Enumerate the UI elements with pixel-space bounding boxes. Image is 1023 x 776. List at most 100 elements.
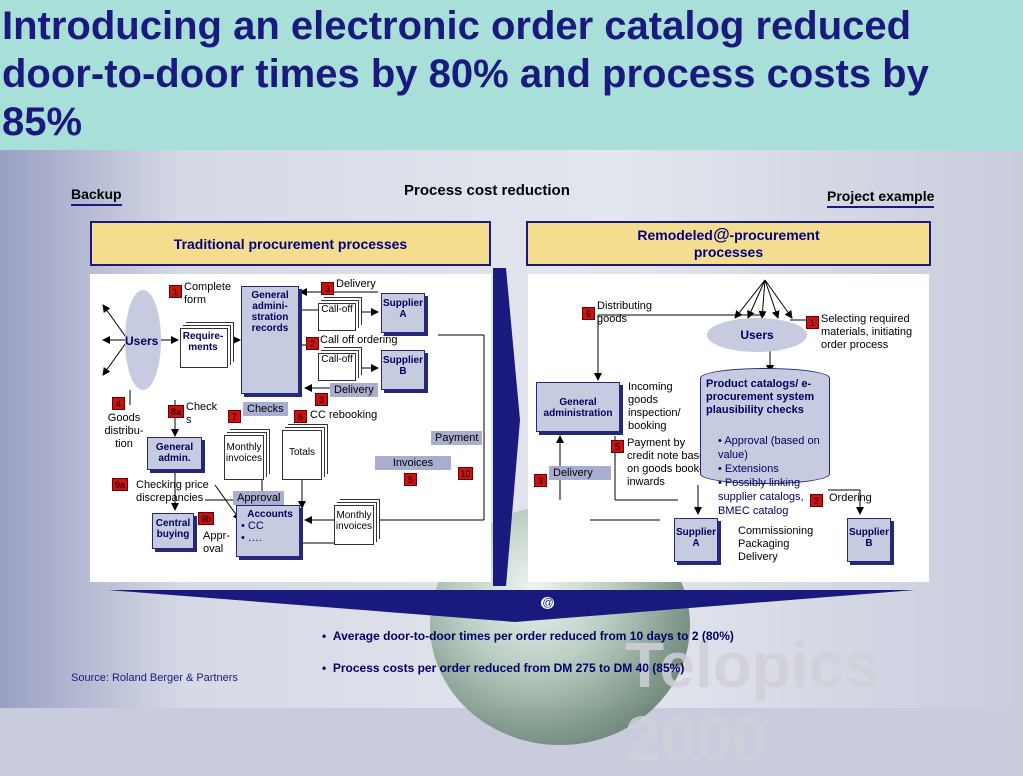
supplier-a-label: Supplier A	[382, 298, 423, 320]
step-6-badge-right: 6	[582, 307, 595, 320]
results-text-a: Results of implementing	[420, 597, 539, 609]
step-7-badge: 7	[228, 410, 241, 423]
results-at-icon: @	[541, 597, 555, 609]
users-ellipse	[125, 290, 161, 390]
complete-form-label: Complete form	[184, 281, 232, 306]
calloff-label-2: Call-off	[321, 354, 353, 365]
calloff-stack-1	[318, 303, 356, 331]
ordering-label: Ordering	[829, 492, 872, 504]
monthly-invoices-stack-1	[224, 435, 264, 480]
step-2-badge-right: 2	[810, 494, 823, 507]
general-admin-label: General admin.	[155, 442, 194, 464]
payment-tag: Payment	[431, 431, 483, 445]
product-catalog-cylinder	[700, 368, 830, 484]
supplier-b-label: Supplier B	[382, 355, 423, 377]
right-header-a: Remodeled	[637, 227, 713, 243]
gen-admin-records-label: General admini-stration records	[251, 290, 289, 334]
delivery-top-label: Delivery	[336, 278, 376, 290]
catalog-bullet-3: Possibly linking supplier catalogs, BMEC…	[718, 477, 804, 517]
right-header-b: -procurement	[729, 227, 820, 243]
approval-tag: Approval	[233, 491, 285, 505]
step-3-badge-mid: 3	[315, 393, 328, 406]
slide-title: Introducing an electronic order catalog …	[2, 4, 929, 144]
step-3-badge-top: 3	[321, 282, 334, 295]
supplier-a-box-right: Supplier A	[674, 518, 718, 562]
central-buying-label: Central buying	[155, 518, 191, 540]
invoices-tag: Invoices	[375, 456, 451, 470]
center-chevron	[493, 268, 520, 586]
checking-price-label: Checking price discrepancies	[136, 479, 209, 504]
monthly-invoices-label-1: Monthly invoices	[225, 442, 263, 464]
left-header: Traditional procurement processes	[90, 221, 491, 266]
center-title: Process cost reduction	[404, 182, 570, 199]
selecting-label: Selecting required materials, initiating…	[821, 313, 913, 351]
results-text-b: procurement	[557, 597, 620, 609]
calloff-ordering-label: Call off ordering	[320, 334, 398, 346]
payment-credit-label: Payment by credit note based on goods bo…	[627, 437, 712, 488]
totals-label: Totals	[288, 447, 316, 458]
central-buying-box: Central buying	[152, 513, 194, 549]
right-header: Remodeled@-procurement processes	[526, 221, 931, 266]
supplier-a-label-right: Supplier A	[675, 527, 716, 549]
gen-admin-records-box: General admini-stration records	[241, 286, 299, 394]
step-6-badge: 6	[294, 410, 307, 423]
step-10-badge: 10	[458, 467, 473, 480]
project-example-label: Project example	[827, 188, 935, 208]
calloff-stack-2	[318, 353, 356, 381]
monthly-invoices-stack-2	[334, 505, 374, 545]
incoming-inspection-label: Incoming goods inspection/ booking	[628, 381, 681, 432]
accounts-box: Accounts • CC • ….	[236, 505, 300, 557]
requirements-label: Require-ments	[182, 331, 224, 353]
supplier-b-box-right: Supplier B	[847, 518, 891, 562]
result-bullet-2-text: Process costs per order reduced from DM …	[332, 661, 685, 675]
step-9b-badge: 9b	[198, 512, 214, 525]
users-label-right: Users	[740, 328, 774, 342]
users-ellipse-right	[707, 318, 807, 352]
accounts-dots: ….	[247, 532, 262, 544]
step-5-badge-right: 5	[611, 440, 624, 453]
delivery-tag-right: Delivery	[549, 466, 611, 480]
general-admin-box: General admin.	[147, 437, 202, 470]
backup-label: Backup	[71, 186, 122, 206]
step-1-badge-right: 1	[806, 316, 819, 329]
catalog-bullet-1: Approval (based on value)	[718, 435, 820, 461]
checks-left-label: Check s	[186, 401, 218, 426]
step-3-badge-right: 3	[534, 474, 547, 487]
delivery-mid-tag: Delivery	[330, 383, 378, 397]
accounts-label: Accounts	[247, 509, 293, 520]
supplier-b-label-right: Supplier B	[848, 527, 889, 549]
commissioning-label: Commissioning Packaging Delivery	[738, 525, 814, 563]
result-bullet-1: • Average door-to-door times per order r…	[322, 629, 734, 643]
checks-tag: Checks	[243, 402, 288, 416]
step-4-badge: 4	[112, 397, 125, 410]
supplier-b-box: Supplier B	[381, 350, 425, 390]
diagram-arrows	[102, 268, 915, 622]
cc-rebooking-label: CC rebooking	[310, 409, 378, 421]
totals-stack	[282, 430, 322, 480]
step-5-badge: 5	[404, 473, 417, 486]
calloff-label-1: Call-off	[321, 304, 353, 315]
source-label: Source: Roland Berger & Partners	[71, 672, 238, 684]
step-9a-badge: 9a	[112, 478, 128, 491]
right-header-c: processes	[693, 244, 764, 260]
result-bullet-2: • Process costs per order reduced from D…	[322, 661, 685, 675]
result-bullet-1-text: Average door-to-door times per order red…	[332, 629, 734, 643]
step-8a-badge: 8a	[168, 405, 184, 418]
at-icon: @	[712, 225, 730, 244]
goods-distribution-label: Goods distribu-tion	[104, 412, 144, 450]
title-band	[0, 0, 1023, 150]
step-1-badge: 1	[169, 285, 182, 298]
monthly-invoices-label-2: Monthly invoices	[335, 510, 373, 532]
catalog-bullet-2: Extensions	[724, 463, 779, 475]
step-2-badge: 2	[306, 337, 319, 350]
users-label: Users	[125, 334, 159, 348]
distributing-goods-label: Distributing goods	[597, 300, 653, 325]
general-administration-label: General administration	[543, 397, 613, 419]
results-band-shape	[108, 590, 915, 622]
product-catalogs-label: Product catalogs/ e-procurement system p…	[706, 378, 815, 416]
results-band-label: Results of implementing @ procurement	[390, 597, 650, 609]
catalog-bullets: • Approval (based on value) • Extensions…	[718, 435, 820, 517]
accounts-cc: CC	[247, 520, 264, 532]
general-administration-box: General administration	[536, 382, 620, 432]
supplier-a-box: Supplier A	[381, 293, 425, 333]
